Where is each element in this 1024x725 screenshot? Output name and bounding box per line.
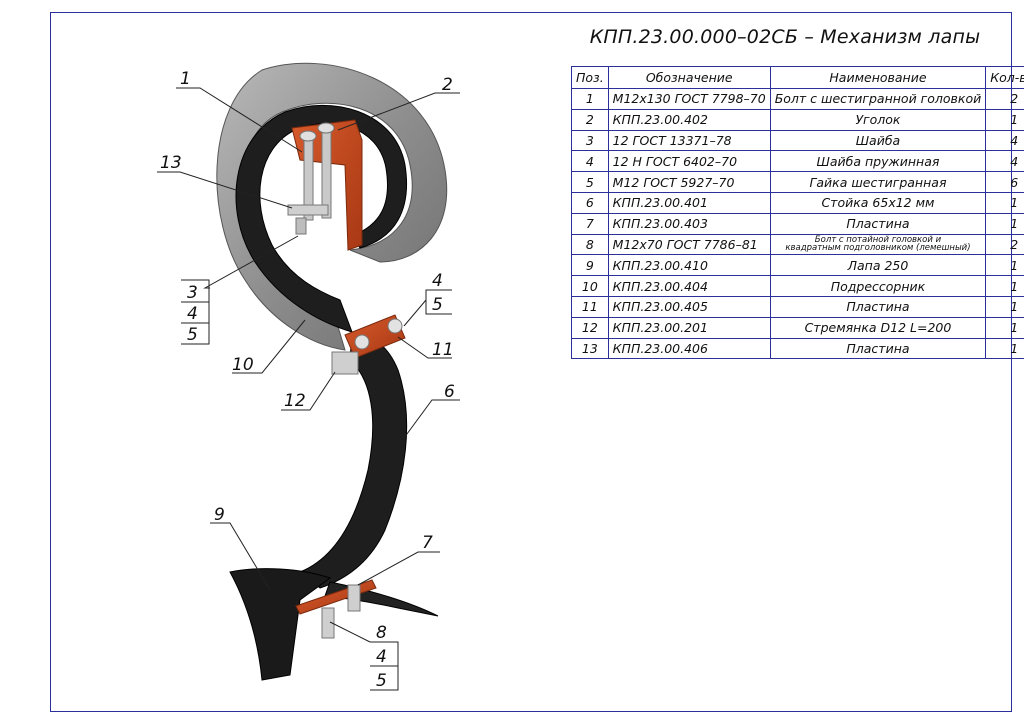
cell-designation: КПП.23.00.405 xyxy=(607,295,771,318)
cell-name: Шайба xyxy=(769,129,987,152)
callout-6: 6 xyxy=(444,382,455,402)
cell-name: Лапа 250 xyxy=(769,254,987,277)
callout-4b: 4 xyxy=(432,271,443,291)
plate-bolt xyxy=(354,334,370,350)
table-row: 11 КПП.23.00.405 Пластина 1 xyxy=(571,295,1024,318)
cell-name-line2: квадратным подголовником (лемешный) xyxy=(785,243,971,254)
tine-lower xyxy=(299,331,408,589)
callout-5b: 5 xyxy=(432,295,443,315)
share-bolt xyxy=(347,584,361,612)
callout-3: 3 xyxy=(187,283,198,303)
callout-5: 5 xyxy=(187,325,198,345)
table-row: 12 КПП.23.00.201 Стремянка D12 L=200 1 xyxy=(571,316,1024,339)
nut xyxy=(295,217,307,235)
cell-name: Болт с шестигранной головкой xyxy=(769,88,987,110)
cell-designation: 12 ГОСТ 13371–78 xyxy=(607,129,771,152)
callout-13: 13 xyxy=(160,153,182,173)
cell-designation: КПП.23.00.410 xyxy=(607,254,771,277)
callout-9: 9 xyxy=(214,505,225,525)
callout-12: 12 xyxy=(284,391,306,411)
plate-13 xyxy=(287,204,329,216)
plate-bolt xyxy=(387,318,403,334)
leader-lines xyxy=(157,87,460,691)
cell-designation: 12 Н ГОСТ 6402–70 xyxy=(607,150,771,173)
table-row: 5 М12 ГОСТ 5927–70 Гайка шестигранная 6 xyxy=(571,171,1024,193)
callout-2: 2 xyxy=(442,75,453,95)
cell-designation: М12х70 ГОСТ 7786–81 xyxy=(607,233,771,256)
table-row: 7 КПП.23.00.403 Пластина 1 xyxy=(571,212,1024,235)
table-header-row: Поз. Обозначение Наименование Кол-во. xyxy=(571,66,1024,89)
cell-name: Гайка шестигранная xyxy=(769,171,987,193)
cell-name: Стремянка D12 L=200 xyxy=(769,316,987,339)
drawing-frame xyxy=(50,12,1012,712)
table-row: 9 КПП.23.00.410 Лапа 250 1 xyxy=(571,254,1024,277)
cell-designation: КПП.23.00.403 xyxy=(607,212,771,235)
callout-8: 8 xyxy=(376,623,387,643)
cell-designation: КПП.23.00.401 xyxy=(607,191,771,214)
table-row: 13 КПП.23.00.406 Пластина 1 xyxy=(571,337,1024,360)
callout-7: 7 xyxy=(422,533,433,553)
cell-designation: КПП.23.00.201 xyxy=(607,316,771,339)
callout-4: 4 xyxy=(187,304,198,324)
drawing-title: КПП.23.00.000–02СБ – Механизм лапы xyxy=(589,26,981,48)
table-row: 4 12 Н ГОСТ 6402–70 Шайба пружинная 4 xyxy=(571,150,1024,173)
stirrup-clamp xyxy=(331,351,359,375)
callout-1: 1 xyxy=(180,69,191,89)
table-row: 1 М12х130 ГОСТ 7798–70 Болт с шестигранн… xyxy=(571,88,1024,110)
specification-table: Поз. Обозначение Наименование Кол-во. 1 … xyxy=(571,66,1024,360)
cell-designation: М12 ГОСТ 5927–70 xyxy=(607,171,771,193)
callout-11: 11 xyxy=(432,340,454,360)
cell-name: Пластина xyxy=(769,337,987,360)
bolt-head xyxy=(299,130,317,142)
table-row: 3 12 ГОСТ 13371–78 Шайба 4 xyxy=(571,129,1024,152)
share-bolt xyxy=(321,607,335,639)
cell-designation: КПП.23.00.402 xyxy=(607,108,771,131)
cell-designation: КПП.23.00.406 xyxy=(607,337,771,360)
callout-10: 10 xyxy=(232,355,254,375)
cell-pos: 13 xyxy=(571,337,609,360)
sweep-share xyxy=(229,568,332,681)
callout-5c: 5 xyxy=(376,671,387,691)
cell-name: Пластина xyxy=(769,212,987,235)
bolt-head xyxy=(317,122,335,134)
header-designation: Обозначение xyxy=(607,66,771,89)
cell-name-line1: Болт с потайной головкой и xyxy=(814,234,942,245)
header-qty: Кол-во. xyxy=(985,66,1024,89)
cell-qty: 1 xyxy=(985,337,1024,360)
callout-4c: 4 xyxy=(376,647,387,667)
table-row: 10 КПП.23.00.404 Подрессорник 1 xyxy=(571,275,1024,297)
